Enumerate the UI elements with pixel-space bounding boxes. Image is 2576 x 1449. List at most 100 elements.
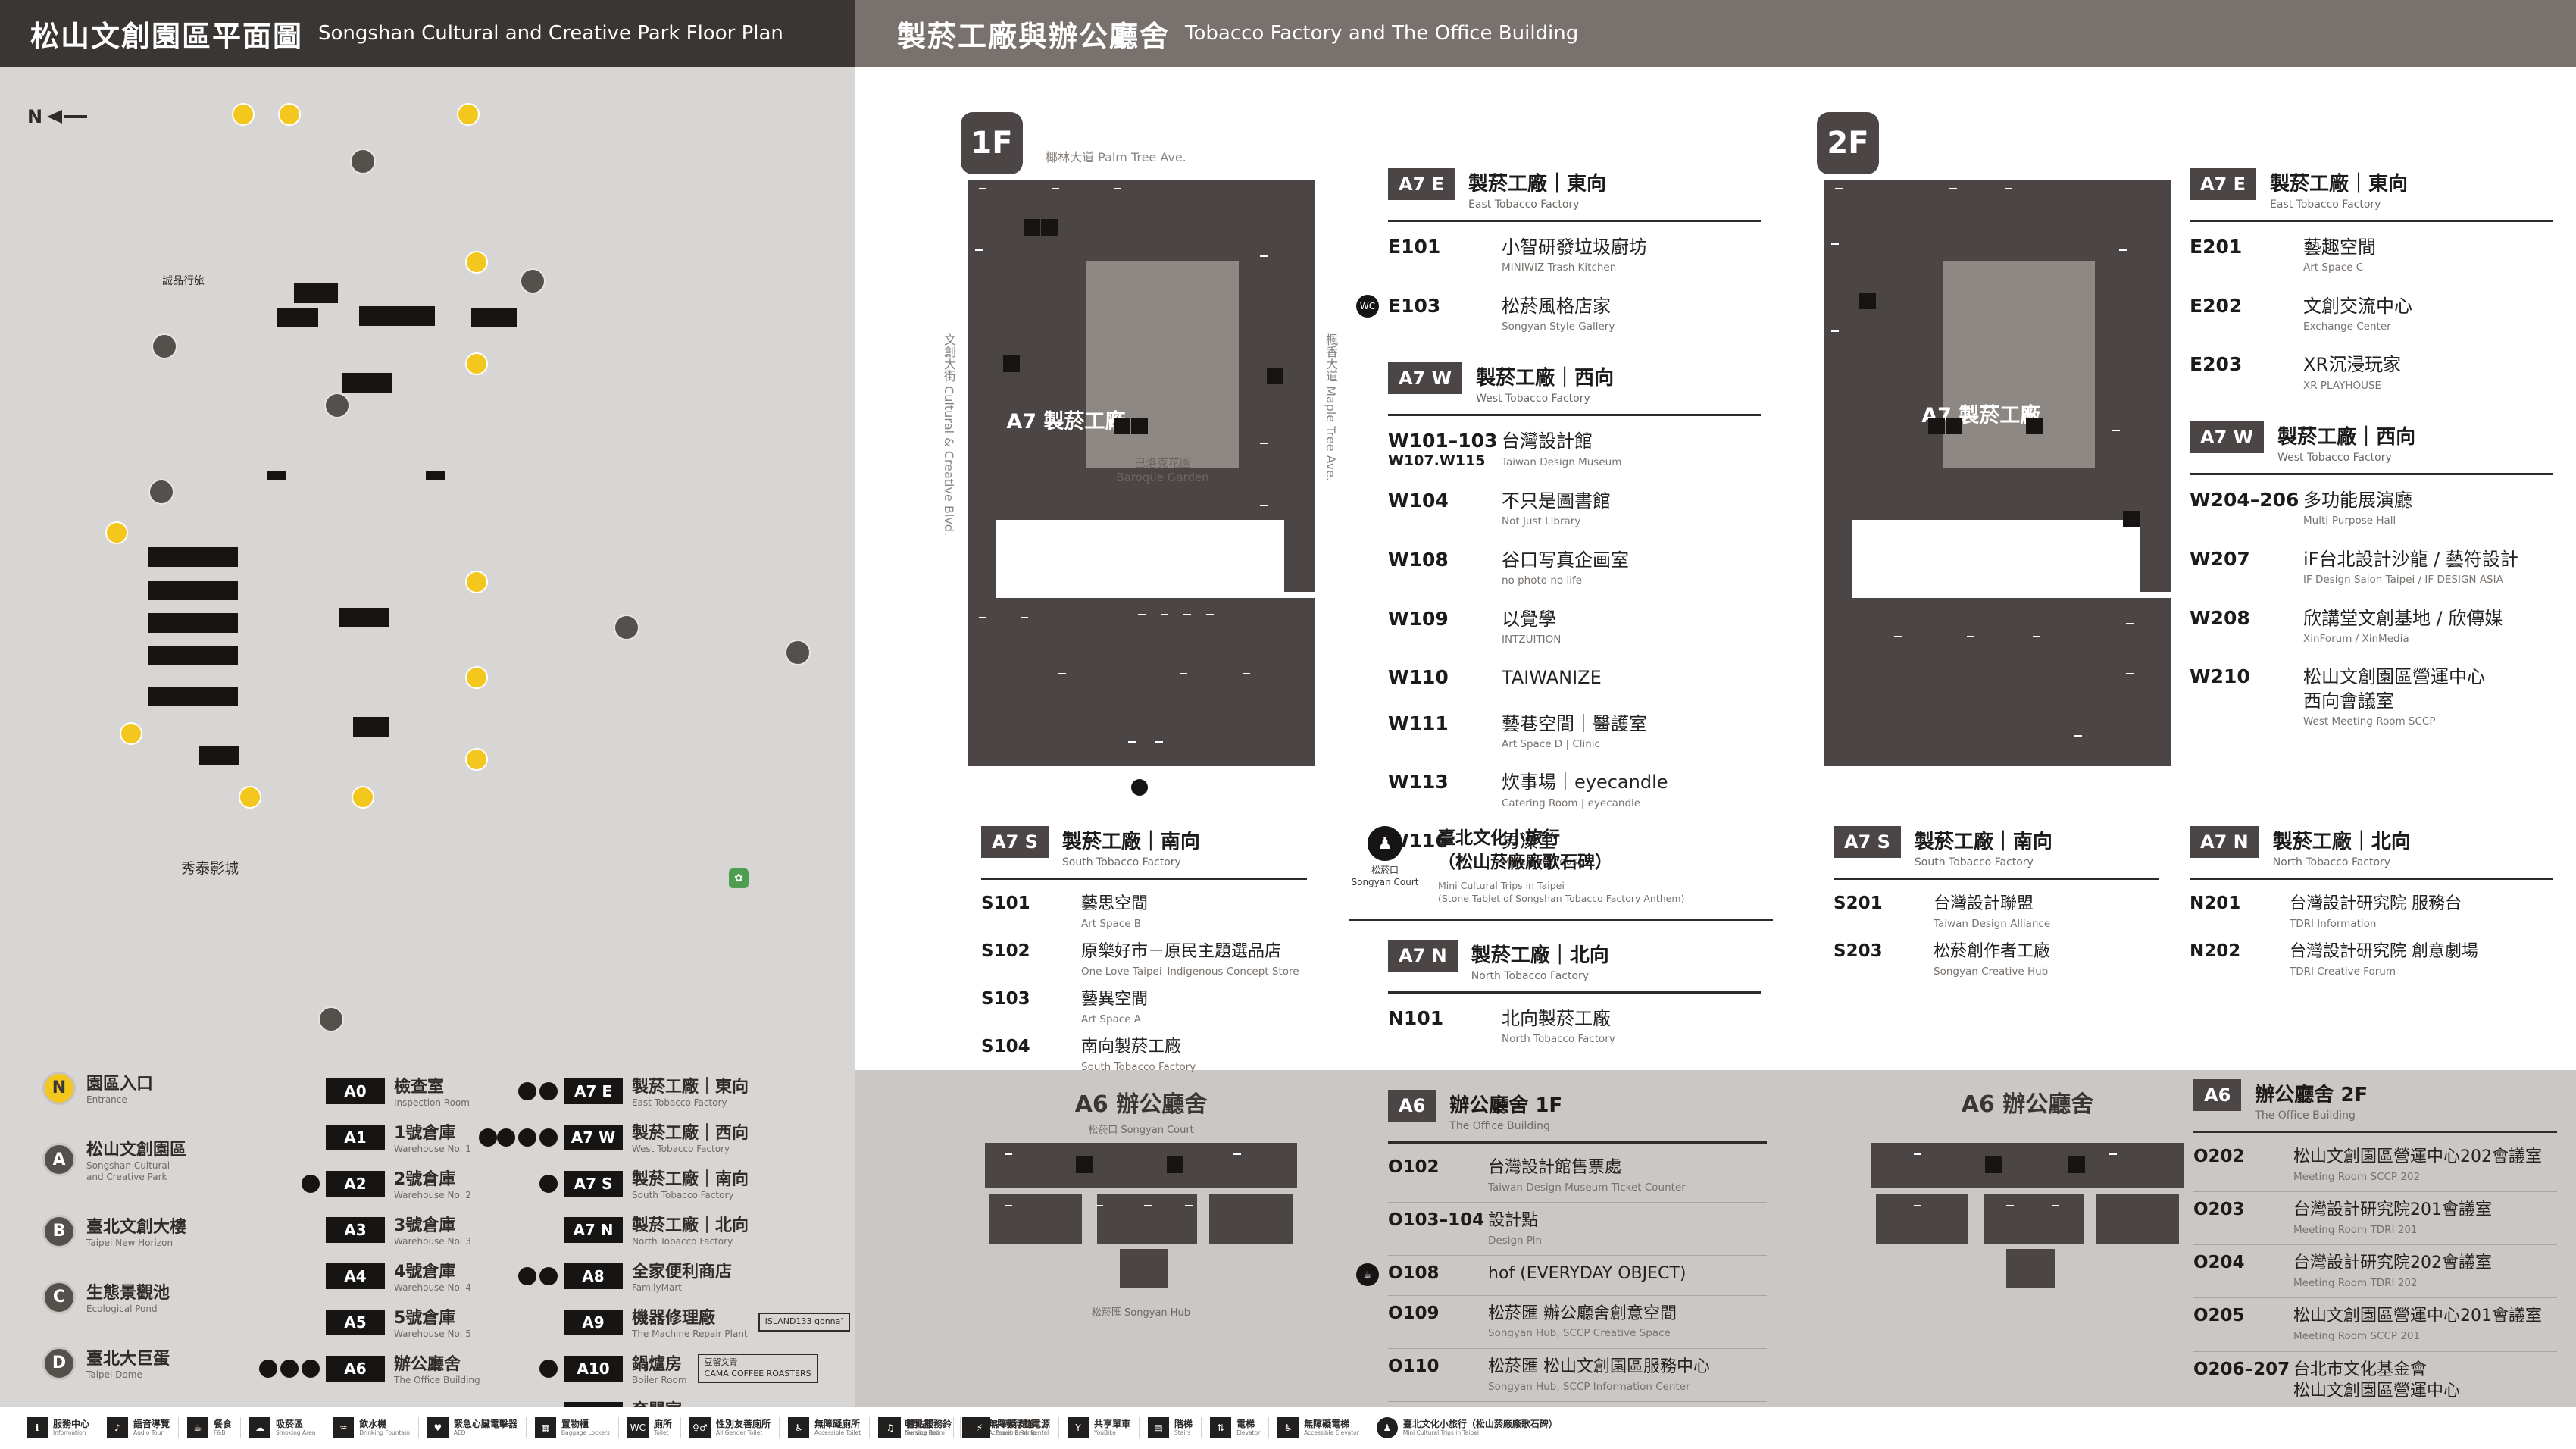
service-icon <box>518 1128 536 1147</box>
facility-zh: 廁所 <box>653 1418 672 1429</box>
room-name-en: MINIWIZ Trash Kitchen <box>1502 261 1617 274</box>
room-name-zh: 松菸匯 辦公廳舍創意空間 <box>1488 1303 1677 1323</box>
facility-icon <box>2025 417 2043 434</box>
facility-zh: 無障礙電梯 <box>1304 1418 1350 1429</box>
facility-zh: 電梯 <box>1236 1418 1255 1429</box>
service-icon <box>539 1128 558 1147</box>
room-name-zh: 台灣設計館 <box>1502 430 1593 452</box>
a6-building-block <box>1984 1194 2084 1244</box>
plan-room-label <box>1233 1153 1241 1155</box>
section-title-zh: 製菸工廠｜東向 <box>1468 173 1607 196</box>
plan-room-label <box>1259 442 1268 444</box>
legend-service-icons <box>256 1359 320 1378</box>
legend-area-marker: N <box>42 1071 76 1105</box>
room-id: S103 <box>981 989 1030 1009</box>
facility-en: Smoking Area <box>276 1429 316 1436</box>
map-building <box>539 336 599 429</box>
map-building: 秀泰影城 <box>144 835 276 902</box>
facility-icon <box>2122 511 2140 528</box>
road <box>114 332 796 347</box>
legend-zh: 4號倉庫 <box>394 1263 456 1282</box>
legend-en: South Tobacco Factory <box>632 1190 734 1200</box>
room-name-en: no photo no life <box>1502 574 1583 587</box>
facility-zh: 共享行動電源 <box>996 1418 1051 1429</box>
plan-wing-top <box>968 180 1315 215</box>
room-id: N201 <box>2190 893 2241 913</box>
room-name-en: Exchange Center <box>2303 320 2391 333</box>
legend-zh: 製菸工廠｜西向 <box>632 1124 749 1143</box>
room-name-zh: XR沉浸玩家 <box>2303 354 2402 376</box>
a6-building-block <box>989 1194 1082 1244</box>
facility-icon <box>1946 417 1963 434</box>
legend-en: West Tobacco Factory <box>632 1144 730 1154</box>
plan-room-label <box>2005 188 2013 190</box>
room-name-zh: 台灣設計聯盟 <box>1934 894 2034 913</box>
plan-room-label <box>1831 243 1840 245</box>
room-name-zh: 藝思空間 <box>1081 894 1149 913</box>
section-code-badge: A6 <box>1388 1090 1436 1122</box>
facility-icon: ♿ <box>787 1417 809 1438</box>
legend-en: The Office Building <box>394 1375 480 1385</box>
section-title-en: West Tobacco Factory <box>2277 452 2392 465</box>
facility-icon <box>2068 1156 2085 1173</box>
room-id: E103 <box>1388 294 1441 317</box>
plan-room-label <box>1096 1205 1103 1206</box>
legend-text: 松山文創園區 Songshan Cultural and Creative Pa… <box>86 1136 186 1183</box>
legend-row: A7 S 製菸工廠｜南向 South Tobacco Factory <box>494 1166 850 1201</box>
building-code-chip: A3 <box>326 1216 385 1243</box>
road <box>805 127 839 1006</box>
facility-icon <box>1114 417 1131 434</box>
legend-text: 製菸工廠｜西向 West Tobacco Factory <box>632 1119 749 1155</box>
room-name-zh: 藝巷空間｜醫護室 <box>1502 712 1647 734</box>
room-name-en: XR PLAYHOUSE <box>2303 379 2382 392</box>
service-icon <box>280 1359 299 1378</box>
legend-row: N 園區入口 Entrance <box>42 1070 186 1106</box>
plan-room-label <box>1914 1153 1921 1155</box>
building-code-chip <box>359 306 435 326</box>
legend-areas: N 園區入口 Entrance A 松山文創園區 Songshan Cultur… <box>42 1070 186 1411</box>
room-id: W204–206 <box>2190 489 2299 512</box>
section-title-zh: 製菸工廠｜西向 <box>1476 367 1615 390</box>
room-id: W208 <box>2190 606 2250 629</box>
room-name-zh: 南向製菸工廠 <box>1081 1037 1182 1057</box>
room-name-zh: 松菸創作者工廠 <box>1934 942 2051 962</box>
facility-zh: 階梯 <box>1174 1418 1193 1429</box>
facility-icon: ⚡ <box>969 1417 991 1438</box>
map-building-label: 誠品行旅 <box>162 274 205 287</box>
building-code-chip: A9 <box>564 1309 623 1335</box>
room-name-en: INTZUITION <box>1502 633 1562 646</box>
section-title-en: North Tobacco Factory <box>2272 856 2391 868</box>
facility-icon: ♫ <box>880 1417 901 1438</box>
legend-zh: 2號倉庫 <box>394 1170 456 1189</box>
map-building <box>41 156 139 268</box>
facility-zh: 共享單車 <box>1094 1418 1131 1429</box>
facility-legend-item: ♟ 臺北文化小旅行（松山菸廠廠歌石碑）Mini Cultural Trips i… <box>1367 1417 1566 1438</box>
room-name-zh: 炊事場｜eyecandle <box>1502 771 1668 793</box>
building-code-chip: A10 <box>564 1355 623 1382</box>
a6-building-stem <box>1120 1249 1168 1288</box>
room-name-en: Meeting Room TDRI 201 <box>2293 1223 2418 1236</box>
facility-zh: 緊急心臟電擊器 <box>453 1418 517 1429</box>
plan-room-label <box>2109 1153 2117 1155</box>
plan-room-label <box>2032 635 2040 637</box>
legend-text: 4號倉庫 Warehouse No. 4 <box>394 1258 471 1294</box>
building-code-chip <box>148 613 238 633</box>
park-map: N 誠品行旅秀泰影城 ✿ <box>0 67 855 1032</box>
room-name-en: IF Design Salon Taipei / IF DESIGN ASIA <box>2303 574 2503 587</box>
facility-icon <box>1041 219 1058 236</box>
facility-icon <box>1002 355 1020 372</box>
building-code-chip <box>148 646 238 665</box>
legend-text: 機器修理廠 The Machine Repair Plant <box>632 1304 748 1340</box>
